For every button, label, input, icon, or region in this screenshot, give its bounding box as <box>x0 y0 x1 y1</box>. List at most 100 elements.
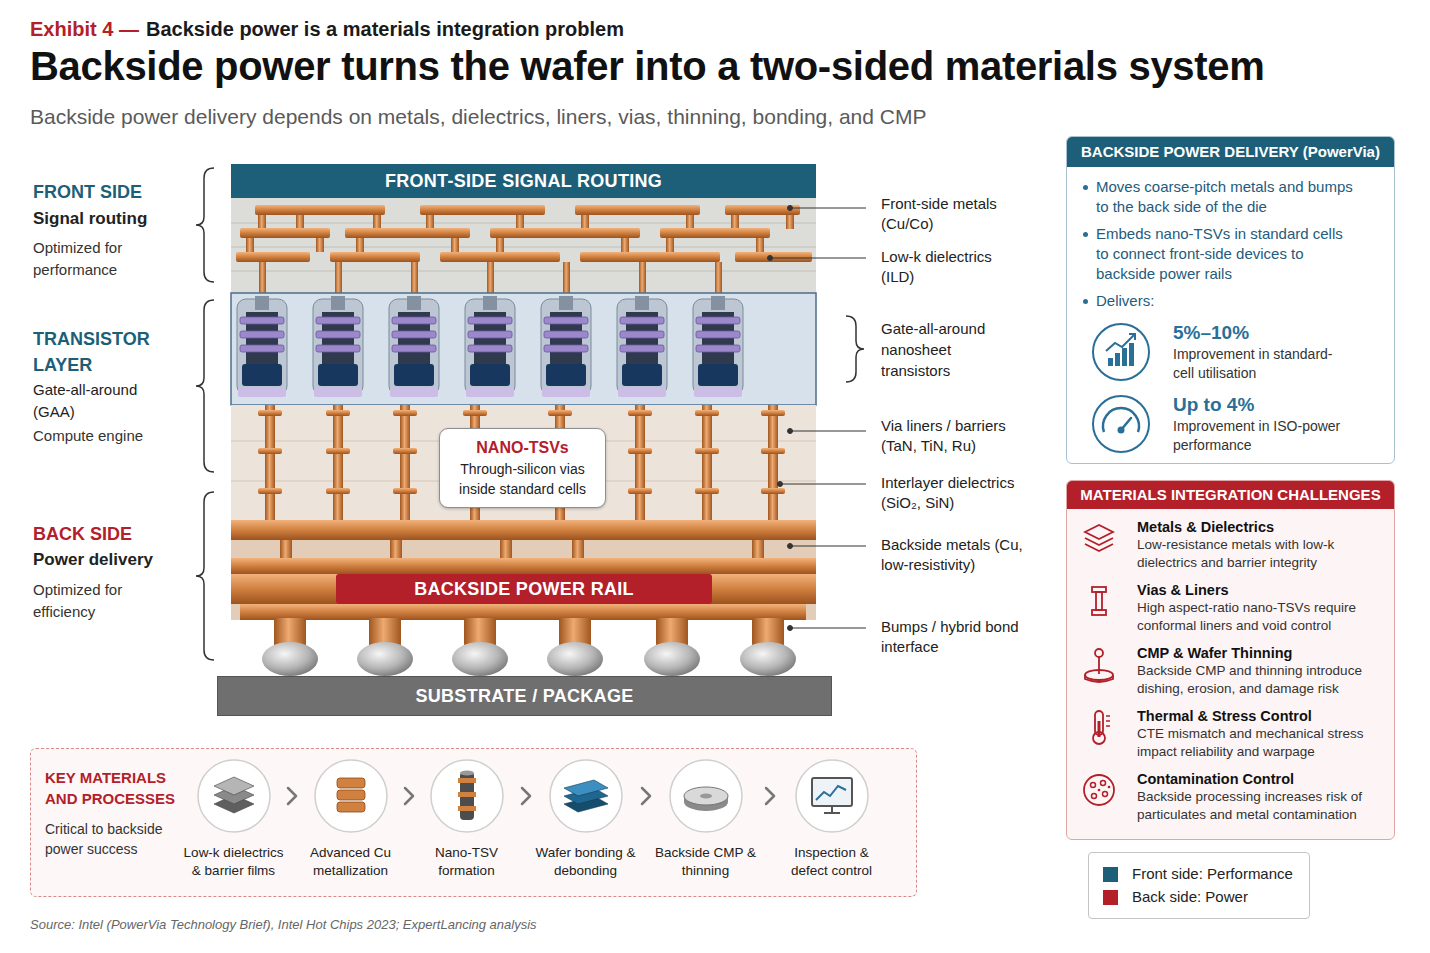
source-note: Source: Intel (PowerVia Technology Brief… <box>30 917 537 933</box>
contam-icon <box>1098 789 1101 792</box>
bump-row <box>644 618 700 676</box>
thermo-icon <box>1106 715 1110 717</box>
chart-icon <box>1129 343 1134 366</box>
challenge-row: Thermal & Stress ControlCTE mismatch and… <box>1079 707 1384 761</box>
front-metal-layer <box>345 228 470 238</box>
process-step: Inspection & defect control <box>776 758 888 880</box>
metric-text: 5%–10%Improvement in standard-cell utili… <box>1173 321 1353 383</box>
leader-line <box>790 546 866 547</box>
s-cu-icon <box>337 802 365 812</box>
callout-label: Interlayer dielectrics (SiO₂, SiN) <box>881 473 1041 513</box>
front-metal-layer <box>420 205 545 215</box>
legend-row: Back side: Power <box>1103 887 1295 907</box>
step-label: Wafer bonding & debonding <box>530 844 642 880</box>
challenge-desc: High aspect-ratio nano-TSVs require conf… <box>1137 599 1383 635</box>
label-slot: BACK SIDE <box>33 523 183 546</box>
s-tsv-icon <box>458 806 476 811</box>
front-metal-layer <box>580 252 720 262</box>
metric-row: 5%–10%Improvement in standard-cell utili… <box>1081 321 1380 383</box>
front-metal-layer <box>575 205 700 215</box>
process-step: Backside CMP & thinning <box>650 758 762 880</box>
bullet-dot <box>1083 299 1088 304</box>
backside-metal-layer <box>231 574 816 604</box>
challenge-text: Vias & LinersHigh aspect-ratio nano-TSVs… <box>1137 581 1383 635</box>
label-slot: FRONT SIDE <box>33 181 183 204</box>
box-heading: KEY MATERIALS AND PROCESSES <box>45 767 180 809</box>
label-slot: Exhibit 4 — <box>30 17 139 42</box>
front-metal-layer <box>639 262 646 294</box>
contam-icon <box>1101 781 1106 786</box>
bracket <box>196 168 214 282</box>
s-cu-icon <box>337 778 365 788</box>
legend-swatch <box>1103 867 1118 882</box>
step-chevron <box>522 788 530 804</box>
section-note: Compute engine <box>33 426 183 445</box>
front-metal-layer <box>516 215 524 229</box>
label-slot: Power delivery <box>33 549 183 570</box>
panel-header: BACKSIDE POWER DELIVERY (PowerVia) <box>1067 137 1394 167</box>
challenge-title: Thermal & Stress Control <box>1137 707 1383 725</box>
cmp-icon <box>1098 657 1100 674</box>
front-metal-layer <box>487 262 494 294</box>
callout-label: Backside metals (Cu, low-resistivity) <box>881 535 1031 575</box>
backside-metal-layer <box>231 520 816 540</box>
transistor-layer <box>617 296 667 397</box>
front-metal-layer <box>246 238 254 252</box>
step-label: Nano-TSV formation <box>411 844 523 880</box>
s-monitor-icon <box>831 806 833 812</box>
s-monitor-icon <box>794 758 870 834</box>
via-icon <box>1096 592 1102 610</box>
via-layer <box>326 405 350 520</box>
cmp-icon <box>1079 644 1119 684</box>
label-slot: Optimized for performance <box>33 237 158 281</box>
chart-icon <box>1108 358 1113 366</box>
metric-text: Up to 4%Improvement in ISO-power perform… <box>1173 393 1353 455</box>
challenge-title: Vias & Liners <box>1137 581 1383 599</box>
box-text: BACKSIDE POWER RAIL <box>414 578 634 600</box>
leader-line <box>788 626 793 631</box>
section-heading: FRONT SIDE <box>33 181 183 204</box>
step-chevron <box>405 788 413 804</box>
challenge-text: CMP & Wafer ThinningBackside CMP and thi… <box>1137 644 1383 698</box>
label-slot: Backside power delivery depends on metal… <box>30 104 926 130</box>
bracket <box>196 492 214 660</box>
front-metal-layer <box>236 252 310 262</box>
exhibit-number: Exhibit 4 — <box>30 17 139 42</box>
chart-title: Backside power turns the wafer into a tw… <box>30 42 1265 90</box>
s-layers-icon <box>214 777 254 795</box>
challenge-text: Metals & DielectricsLow-resistance metal… <box>1137 518 1383 572</box>
via-icon <box>1079 581 1119 621</box>
front-metal-layer <box>686 215 694 229</box>
front-metal-layer <box>731 215 739 229</box>
bullet-text: Embeds nano-TSVs in standard cells to co… <box>1096 224 1358 284</box>
transistor-layer <box>465 296 515 397</box>
s-monitor-icon <box>824 812 840 814</box>
front-metal-layer <box>490 228 640 238</box>
chart-icon <box>1106 334 1135 351</box>
section-subheading: Gate-all-around (GAA) <box>33 379 173 423</box>
front-metal-layer <box>411 262 418 294</box>
bracket <box>846 316 864 382</box>
challenge-text: Contamination ControlBackside processing… <box>1137 770 1383 824</box>
step-label: Low-k dielectrics & barrier films <box>178 844 290 880</box>
box-text: Critical to backside power success <box>45 819 175 859</box>
front-metal-layer <box>255 205 385 215</box>
callout-label: Front-side metals (Cu/Co) <box>881 194 1021 234</box>
s-monitor-icon <box>796 760 868 832</box>
thermo-icon <box>1079 707 1119 747</box>
leader-line <box>788 544 793 549</box>
bump-row <box>262 618 318 676</box>
challenge-row: Metals & DielectricsLow-resistance metal… <box>1079 518 1384 572</box>
layers-icon <box>1079 518 1119 558</box>
backside-metal-layer <box>752 540 764 558</box>
bump-row <box>262 618 796 676</box>
process-box: KEY MATERIALS AND PROCESSES Critical to b… <box>30 748 917 897</box>
layers-icon <box>1085 538 1113 545</box>
layers-icon <box>1085 544 1113 551</box>
s-layers-icon <box>196 758 272 834</box>
box-text: FRONT-SIDE SIGNAL ROUTING <box>385 170 662 192</box>
metric-row: Up to 4%Improvement in ISO-power perform… <box>1081 393 1380 455</box>
metric-value: Up to 4% <box>1173 393 1353 417</box>
s-cu-icon <box>337 790 365 800</box>
